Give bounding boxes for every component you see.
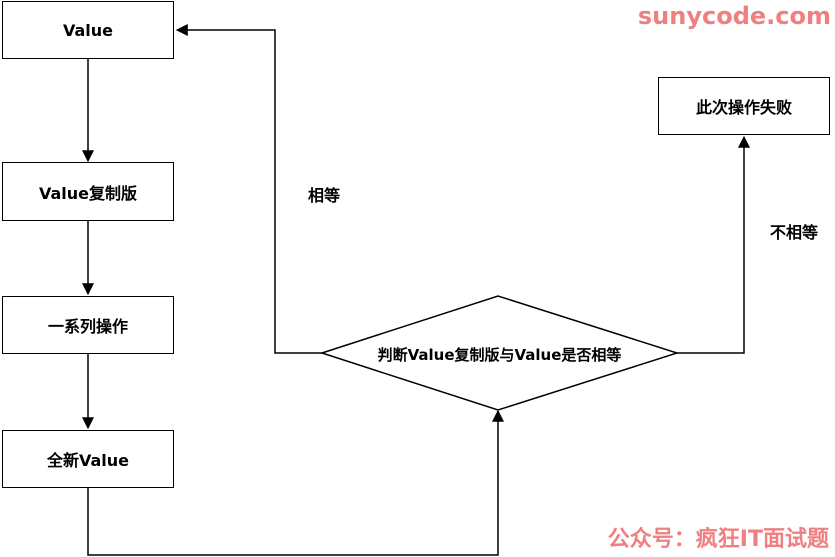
edge-label-equal: 相等 [308,186,341,205]
node-new-value: 全新Value [2,430,174,488]
edge-label-not-equal: 不相等 [770,223,819,242]
watermark-account: 公众号：疯狂IT面试题 [607,527,829,552]
edge-compare-to-value [175,24,322,354]
node-value: Value [2,1,174,59]
node-fail: 此次操作失败 [658,77,830,135]
decision-diamond [319,295,680,411]
watermark-site: sunycode.com [637,2,831,30]
node-operations: 一系列操作 [2,296,174,354]
node-value-copy: Value复制版 [2,162,174,221]
edge-compare-to-fail [677,135,750,354]
edge-new-to-compare [87,409,504,556]
node-compare-label: 判断Value复制版与Value是否相等 [377,345,622,364]
